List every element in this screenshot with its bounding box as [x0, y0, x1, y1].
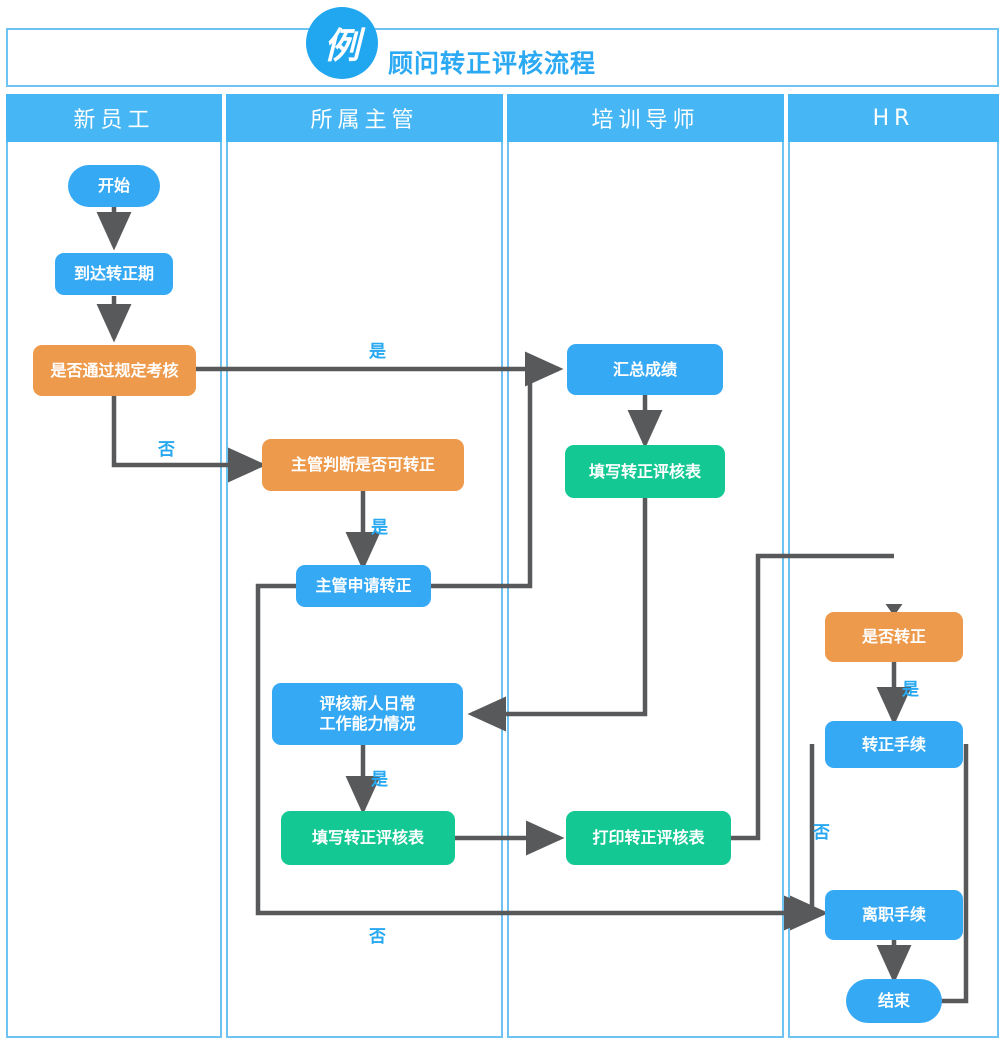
edge-label-confirm-no: 否	[813, 823, 830, 843]
node-summarize-scores[interactable]: 汇总成绩	[567, 344, 723, 395]
lane-header-new-employee: 新员工	[6, 94, 222, 142]
node-reach-regularization-date[interactable]: 到达转正期	[55, 253, 173, 295]
node-supervisor-applies-regularization[interactable]: 主管申请转正	[296, 565, 431, 607]
edge-label-apply-no: 否	[369, 927, 386, 947]
edge-label-supervisor-judge-yes: 是	[371, 518, 388, 538]
edge-label-pass-yes: 是	[369, 342, 386, 362]
node-regularization-procedure[interactable]: 转正手续	[825, 721, 963, 768]
lane-body-new-employee	[6, 94, 222, 1038]
example-badge-label: 例	[323, 26, 360, 67]
lane-header-supervisor: 所属主管	[226, 94, 503, 142]
node-fill-regularization-form-trainer[interactable]: 填写转正评核表	[565, 445, 725, 498]
node-pass-required-assessment[interactable]: 是否通过规定考核	[33, 345, 196, 396]
example-badge-circle	[306, 7, 378, 79]
node-end[interactable]: 结束	[846, 979, 942, 1023]
page-title: 顾问转正评核流程	[388, 49, 597, 78]
node-resignation-procedure[interactable]: 离职手续	[825, 890, 963, 940]
node-print-regularization-form[interactable]: 打印转正评核表	[566, 811, 731, 865]
title-bar	[6, 28, 999, 87]
edge-label-review-yes: 是	[371, 770, 388, 790]
lane-header-trainer: 培训导师	[507, 94, 784, 142]
node-start[interactable]: 开始	[68, 165, 160, 207]
edge-label-confirm-yes: 是	[902, 680, 919, 700]
node-confirm-regularization[interactable]: 是否转正	[825, 612, 963, 662]
edge-label-pass-no: 否	[158, 440, 175, 460]
node-supervisor-judges-regularization[interactable]: 主管判断是否可转正	[262, 439, 464, 491]
node-review-new-employee-daily-work[interactable]: 评核新人日常 工作能力情况	[272, 683, 463, 745]
lane-header-hr: HR	[788, 94, 999, 142]
node-fill-regularization-form-supervisor[interactable]: 填写转正评核表	[281, 811, 455, 865]
